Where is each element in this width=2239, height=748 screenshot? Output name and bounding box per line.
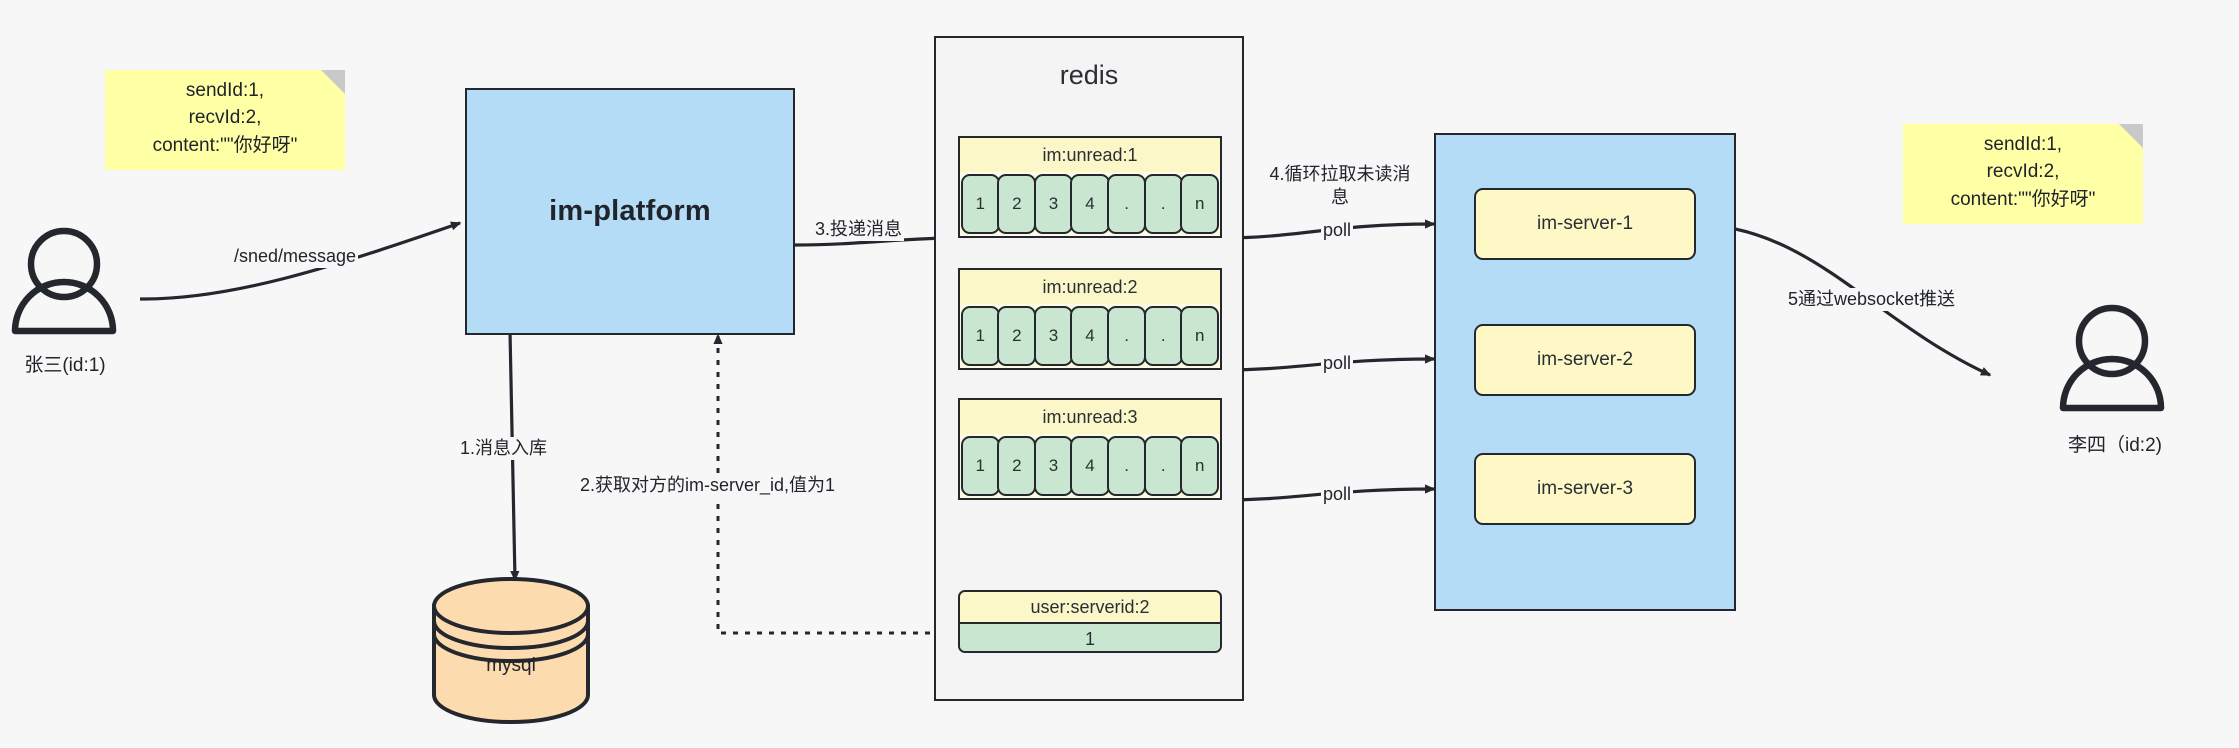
list-cell: 3 bbox=[1033, 436, 1073, 496]
list-cell: 4 bbox=[1070, 306, 1110, 366]
edge-label-poll-1: poll bbox=[1321, 219, 1354, 242]
list-cell: . bbox=[1143, 306, 1183, 366]
redis-kv-user-serverid[interactable]: user:serverid:2 1 bbox=[958, 590, 1222, 653]
edge-label-step4: 4.循环拉取未读消 息 bbox=[1258, 163, 1422, 208]
note-right-text: sendId:1, recvId:2, content:""你好呀" bbox=[1950, 133, 2096, 210]
list-cell: 3 bbox=[1033, 306, 1073, 366]
im-server-1-label: im-server-1 bbox=[1536, 213, 1634, 234]
redis-list-cells-1: 1 2 3 4 . . n bbox=[960, 174, 1220, 234]
sender-caption: 张三(id:1) bbox=[24, 355, 106, 376]
list-cell: 1 bbox=[960, 174, 1000, 234]
edge-label-step2: 2.获取对方的im-server_id,值为1 bbox=[578, 474, 838, 497]
note-fold-icon bbox=[2119, 124, 2143, 148]
note-left: sendId:1, recvId:2, content:""你好呀" bbox=[105, 70, 345, 170]
list-cell: 1 bbox=[960, 436, 1000, 496]
list-cell: n bbox=[1180, 436, 1220, 496]
edge-label-step1: 1.消息入库 bbox=[458, 437, 550, 460]
receiver-caption: 李四（id:2) bbox=[2068, 435, 2162, 456]
edge-label-step3: 3.投递消息 bbox=[813, 218, 905, 241]
note-left-text: sendId:1, recvId:2, content:""你好呀" bbox=[152, 79, 298, 156]
redis-key-group-1[interactable]: im:unread:1 1 2 3 4 . . n bbox=[958, 136, 1222, 238]
edge-label-send-message: /sned/message bbox=[232, 245, 359, 268]
edge-label-poll-2: poll bbox=[1321, 352, 1354, 375]
im-server-3-label: im-server-3 bbox=[1536, 478, 1634, 499]
im-server-1-node[interactable]: im-server-1 bbox=[1474, 188, 1696, 260]
edge-label-poll-3: poll bbox=[1321, 483, 1354, 506]
im-platform-label: im-platform bbox=[549, 195, 711, 227]
list-cell: . bbox=[1143, 436, 1183, 496]
database-label: mysql bbox=[486, 655, 536, 676]
edge-label-step5: 5通过websocket推送 bbox=[1786, 288, 1958, 311]
list-cell: 4 bbox=[1070, 174, 1110, 234]
list-cell: 2 bbox=[997, 174, 1037, 234]
list-cell: . bbox=[1107, 306, 1147, 366]
redis-title: redis bbox=[1059, 60, 1119, 90]
list-cell: n bbox=[1180, 306, 1220, 366]
redis-list-cells-3: 1 2 3 4 . . n bbox=[960, 436, 1220, 496]
database-cylinder-icon bbox=[432, 577, 590, 724]
list-cell: . bbox=[1107, 436, 1147, 496]
redis-kv-key: user:serverid:2 bbox=[960, 592, 1220, 622]
redis-key-label-1: im:unread:1 bbox=[960, 138, 1220, 172]
redis-key-group-3[interactable]: im:unread:3 1 2 3 4 . . n bbox=[958, 398, 1222, 500]
list-cell: 2 bbox=[997, 436, 1037, 496]
redis-key-label-2: im:unread:2 bbox=[960, 270, 1220, 304]
im-server-2-label: im-server-2 bbox=[1536, 349, 1634, 370]
redis-kv-value: 1 bbox=[960, 622, 1220, 651]
note-right: sendId:1, recvId:2, content:""你好呀" bbox=[1903, 124, 2143, 224]
list-cell: . bbox=[1143, 174, 1183, 234]
redis-key-label-3: im:unread:3 bbox=[960, 400, 1220, 434]
list-cell: 1 bbox=[960, 306, 1000, 366]
list-cell: n bbox=[1180, 174, 1220, 234]
list-cell: 3 bbox=[1033, 174, 1073, 234]
receiver-user-icon bbox=[2059, 304, 2165, 412]
redis-list-cells-2: 1 2 3 4 . . n bbox=[960, 306, 1220, 366]
list-cell: 4 bbox=[1070, 436, 1110, 496]
redis-key-group-2[interactable]: im:unread:2 1 2 3 4 . . n bbox=[958, 268, 1222, 370]
list-cell: . bbox=[1107, 174, 1147, 234]
sender-user-icon bbox=[11, 227, 117, 335]
im-platform-node[interactable]: im-platform bbox=[465, 88, 795, 335]
list-cell: 2 bbox=[997, 306, 1037, 366]
im-server-3-node[interactable]: im-server-3 bbox=[1474, 453, 1696, 525]
im-server-2-node[interactable]: im-server-2 bbox=[1474, 324, 1696, 396]
note-fold-icon bbox=[321, 70, 345, 94]
